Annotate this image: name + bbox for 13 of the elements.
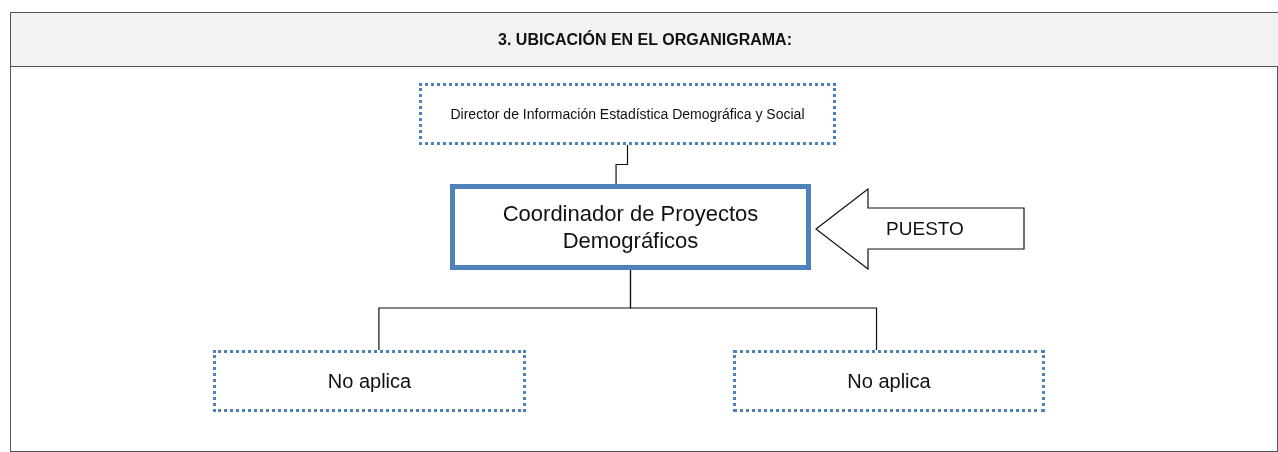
node-label: Director de Información Estadística Demográfica y Social	[450, 104, 805, 124]
node-label: Coordinador de Proyectos Demográficos	[501, 199, 760, 255]
node-label: No aplica	[327, 368, 412, 394]
connector-line	[629, 269, 878, 351]
block-arrow	[815, 188, 1025, 270]
org-box	[213, 350, 526, 412]
node-label: PUESTO	[886, 217, 964, 241]
section-title: 3. UBICACIÓN EN EL ORGANIGRAMA:	[497, 29, 793, 50]
position-box	[450, 184, 811, 270]
org-box	[419, 83, 836, 145]
connector-line	[615, 144, 629, 185]
org-box	[733, 350, 1045, 412]
node-label: No aplica	[847, 368, 931, 394]
